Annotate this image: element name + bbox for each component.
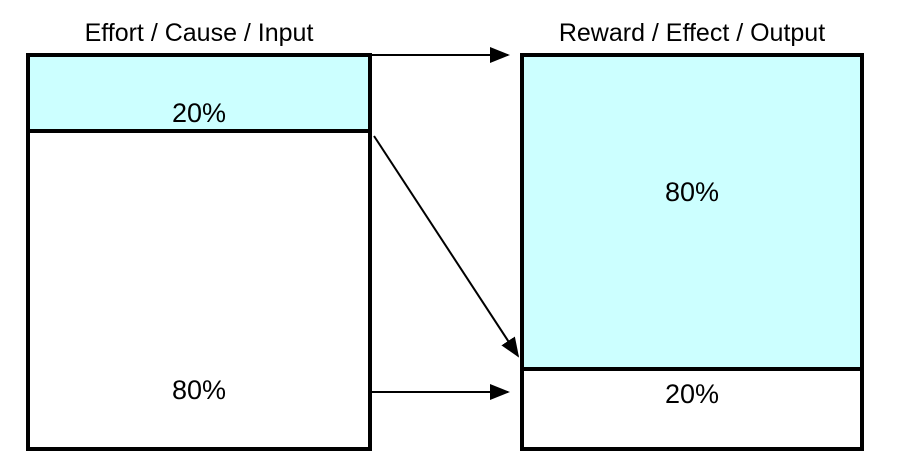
effort-top-percent: 20%: [171, 97, 227, 128]
effort-top-segment: 20%: [30, 57, 368, 133]
reward-top-percent: 80%: [664, 176, 720, 207]
reward-top-segment: 80%: [524, 57, 860, 371]
left-column-title: Effort / Cause / Input: [84, 19, 314, 47]
reward-bottom-percent: 20%: [664, 378, 720, 409]
effort-bottom-percent: 80%: [171, 374, 227, 405]
arrow-diagonal: [373, 135, 520, 358]
effort-bottom-segment: 80%: [30, 133, 368, 447]
reward-box: 80% 20%: [520, 53, 864, 451]
effort-box: 20% 80%: [26, 53, 372, 451]
right-column-title: Reward / Effect / Output: [558, 19, 826, 47]
reward-bottom-segment: 20%: [524, 371, 860, 447]
